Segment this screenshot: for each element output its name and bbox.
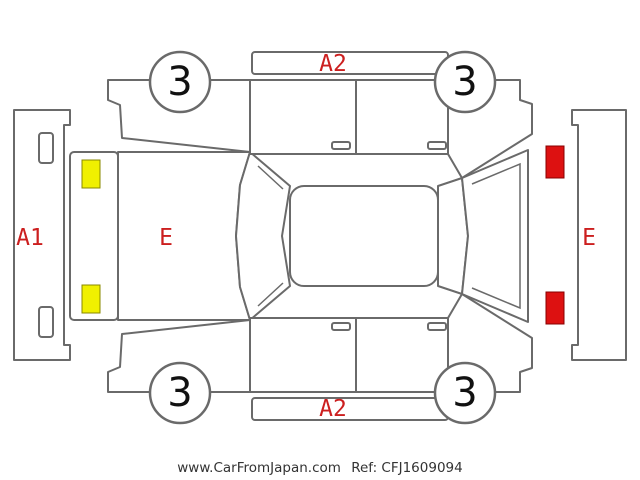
footer-reference: www.CarFromJapan.com Ref: CFJ1609094: [177, 460, 462, 476]
right-rear-door-handle: [427, 322, 447, 331]
front-bumper-right-lamp: [38, 306, 54, 338]
label-a2-top: A2: [319, 51, 347, 77]
tire-front-left-circle: [148, 50, 212, 114]
label-a2-bottom: A2: [319, 396, 347, 422]
right-front-door-handle: [331, 322, 351, 331]
left-rear-door-handle: [427, 141, 447, 150]
tailgate-inner-line: [471, 162, 521, 310]
footer-ref: Ref: CFJ1609094: [351, 460, 463, 476]
rear-bumper: [571, 109, 627, 361]
rear-marker-top: [545, 145, 565, 179]
label-e-rear: E: [582, 225, 596, 251]
front-bumper-left-lamp: [38, 132, 54, 164]
front-windshield: [235, 151, 291, 321]
rear-marker-bottom: [545, 291, 565, 325]
front-marker-bottom: [81, 284, 101, 314]
front-marker-top: [81, 159, 101, 189]
hood-panel: [117, 151, 251, 321]
tire-front-right-circle: [148, 361, 212, 425]
footer-site: www.CarFromJapan.com: [177, 460, 341, 476]
front-bumper: [13, 109, 71, 361]
tire-rear-left-grade: 3: [452, 59, 477, 105]
tire-rear-right-grade: 3: [452, 370, 477, 416]
label-e-hood: E: [159, 225, 173, 251]
label-a1-front: A1: [16, 225, 44, 251]
left-front-door-handle: [331, 141, 351, 150]
tire-rear-left-circle: [433, 50, 497, 114]
left-rocker-panel: [251, 51, 449, 75]
tailgate-panel: [461, 149, 529, 323]
tire-front-right-grade: 3: [167, 370, 192, 416]
tire-front-left-grade: 3: [167, 59, 192, 105]
windshield-inner-line: [257, 165, 284, 307]
tire-rear-right-circle: [433, 361, 497, 425]
roof-panel: [289, 185, 439, 287]
right-rocker-panel: [251, 397, 449, 421]
